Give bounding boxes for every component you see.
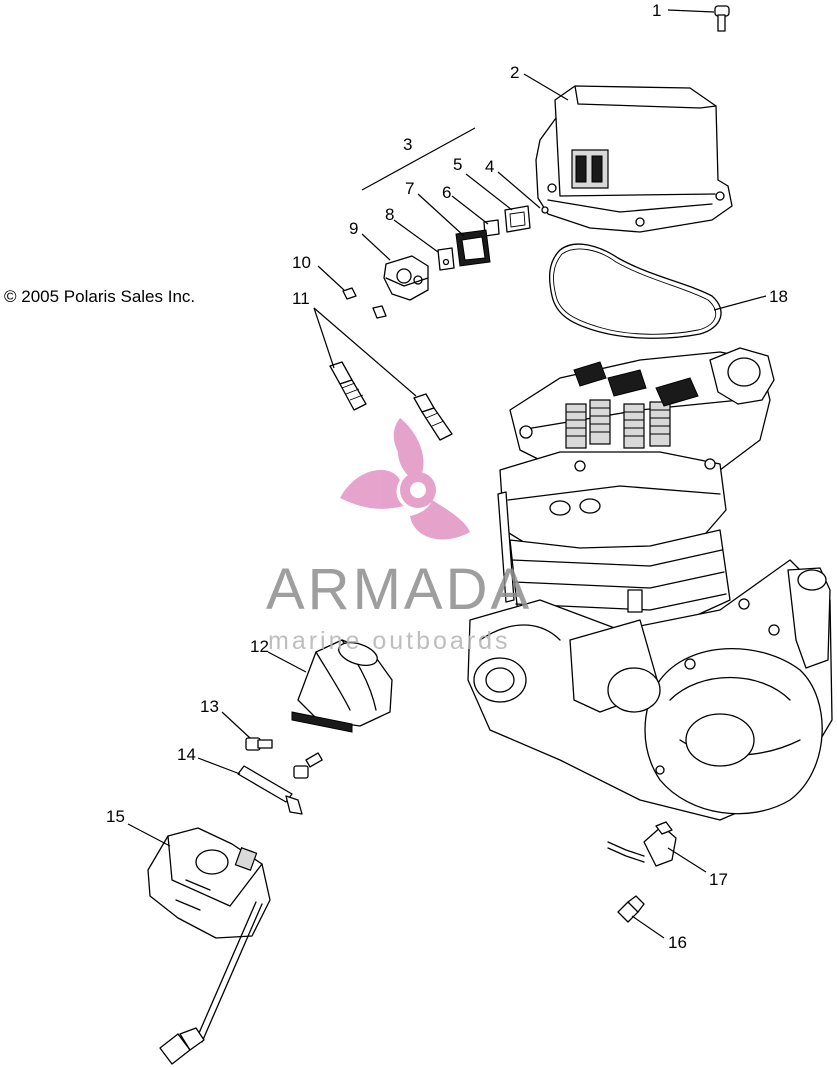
engine-assembly	[467, 347, 833, 821]
part-12-intake-boot	[291, 639, 393, 733]
callout-18: 18	[769, 287, 788, 306]
callout-13: 13	[200, 697, 219, 716]
part-9-housing	[383, 255, 429, 301]
callout-6: 6	[442, 183, 451, 202]
callout-15: 15	[106, 807, 125, 826]
part-2-valve-cover	[535, 85, 733, 233]
watermark-title: ARMADA	[266, 557, 533, 622]
part-4-screw	[541, 206, 549, 214]
callout-5: 5	[453, 155, 462, 174]
part-15-throttle-body	[147, 827, 271, 1065]
propeller-logo-icon	[340, 418, 470, 540]
callout-14: 14	[177, 745, 196, 764]
callout-4: 4	[485, 157, 494, 176]
part-5-gasket	[504, 205, 531, 233]
part-18-gasket	[548, 243, 722, 339]
copyright-text: © 2005 Polaris Sales Inc.	[4, 287, 196, 306]
part-1-bolt	[714, 5, 730, 32]
watermark-subtitle: marine outboards	[268, 627, 511, 655]
part-7-seal	[455, 229, 491, 267]
callout-3: 3	[403, 135, 412, 154]
callout-8: 8	[385, 205, 394, 224]
part-17-sensor	[607, 821, 677, 867]
part-14-rod	[237, 765, 303, 815]
part-11-spark-plugs	[329, 361, 453, 441]
callout-9: 9	[349, 219, 358, 238]
callout-16: 16	[668, 933, 687, 952]
part-10-bolt	[342, 287, 387, 319]
part-16-connector	[617, 895, 645, 923]
callout-12: 12	[250, 637, 269, 656]
part-8-bracket	[437, 247, 455, 271]
callout-10: 10	[292, 253, 311, 272]
callout-numbers: 1 2 3 4 5 6 7 8 9 10 11 12 13 14 15 16 1…	[106, 1, 788, 952]
callout-1: 1	[652, 1, 661, 20]
callout-17: 17	[709, 870, 728, 889]
callout-11: 11	[292, 289, 310, 308]
callout-7: 7	[405, 179, 414, 198]
leader-lines	[127, 9, 767, 939]
part-13-bolt	[245, 737, 323, 779]
callout-2: 2	[510, 63, 519, 82]
part-3-bracket	[361, 127, 476, 191]
